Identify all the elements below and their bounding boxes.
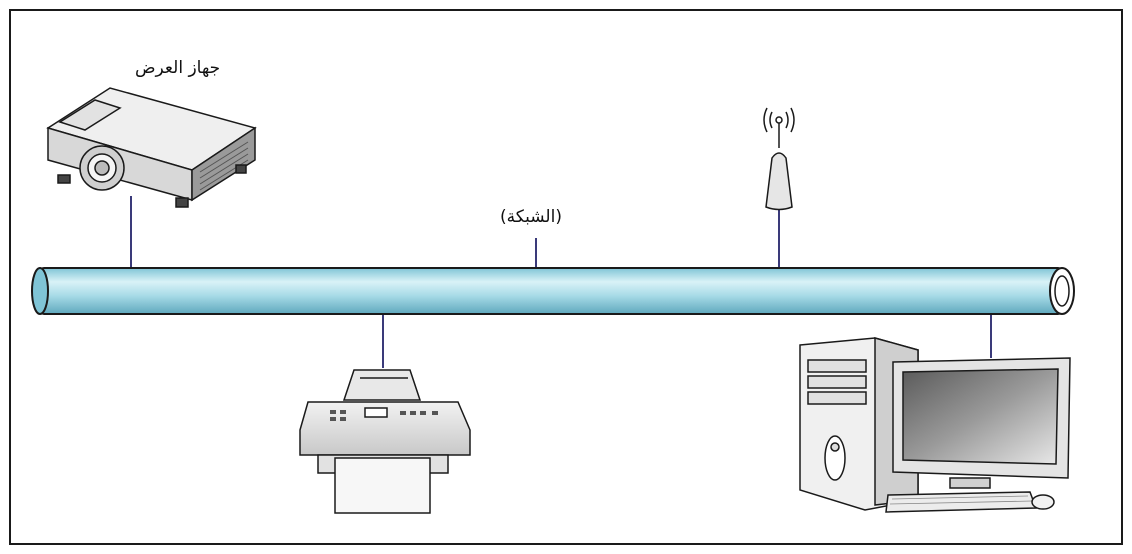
wireless-access-point-icon bbox=[763, 107, 795, 211]
connector-lines bbox=[130, 196, 992, 368]
projector-icon bbox=[46, 87, 257, 208]
network-pipe bbox=[31, 267, 1075, 315]
network-label: (الشبكة) bbox=[500, 207, 562, 227]
projector-label: جهاز العرض bbox=[135, 58, 221, 78]
printer-icon bbox=[299, 369, 471, 514]
desktop-computer-icon bbox=[799, 337, 1071, 513]
